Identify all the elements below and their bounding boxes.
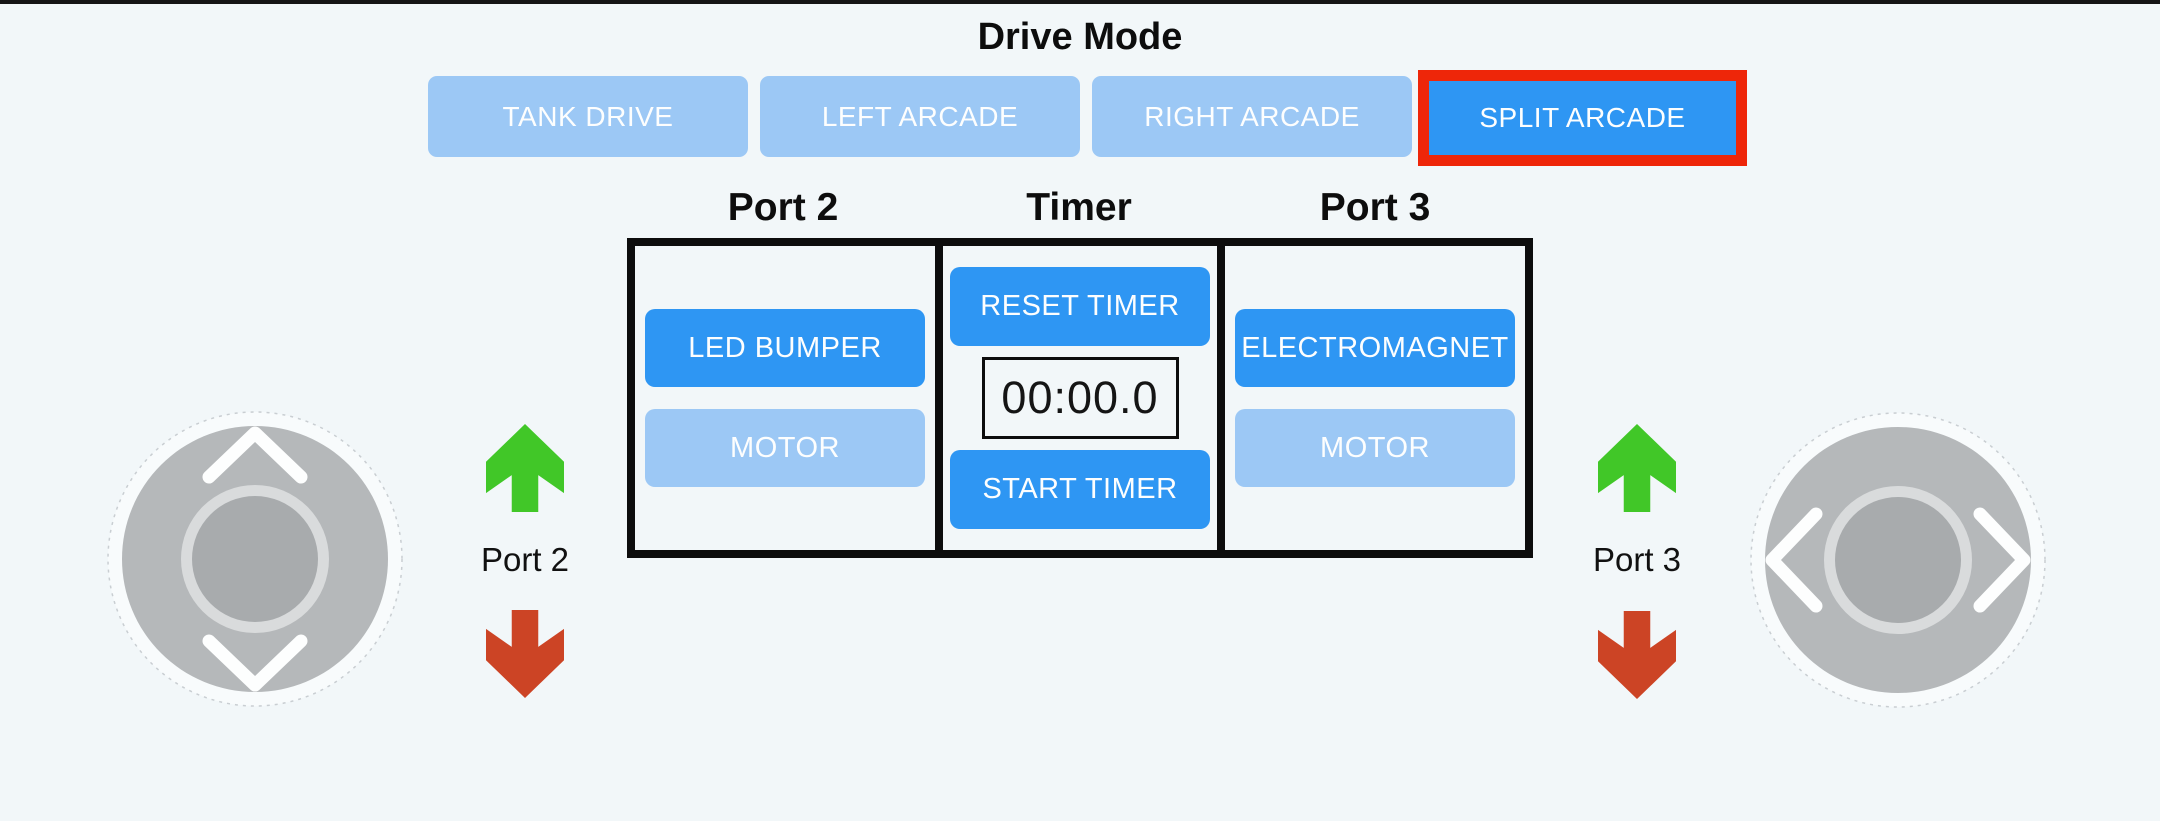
joystick-knob[interactable] — [1835, 497, 1961, 623]
left-chevron-icon — [1765, 507, 1823, 613]
port3-motor-button[interactable]: MOTOR — [1235, 409, 1515, 487]
electromagnet-button[interactable]: ELECTROMAGNET — [1235, 309, 1515, 387]
left-arcade-button[interactable]: LEFT ARCADE — [760, 76, 1080, 157]
drive-mode-title: Drive Mode — [977, 16, 1183, 58]
left-joystick[interactable] — [106, 410, 404, 708]
down-chevron-icon — [202, 634, 308, 692]
port3-column-header: Port 3 — [1319, 186, 1431, 229]
port2-indicator-label: Port 2 — [480, 541, 570, 578]
red-down-arrow-shape — [1598, 611, 1676, 699]
port2-motor-button[interactable]: MOTOR — [645, 409, 925, 487]
joystick-knob[interactable] — [192, 496, 318, 622]
port2-column-header: Port 2 — [727, 186, 839, 229]
timer-column-header: Timer — [1026, 186, 1132, 229]
green-up-arrow-shape — [486, 424, 564, 512]
green-up-arrow-shape — [1598, 424, 1676, 512]
right-chevron-icon — [1973, 507, 2031, 613]
control-table: LED BUMPER MOTOR RESET TIMER 00:00.0 STA… — [627, 238, 1533, 558]
tank-drive-button[interactable]: TANK DRIVE — [428, 76, 748, 157]
right-arcade-button[interactable]: RIGHT ARCADE — [1092, 76, 1412, 157]
port3-down-arrow-icon — [1598, 611, 1676, 699]
timer-column: RESET TIMER 00:00.0 START TIMER — [943, 246, 1225, 550]
reset-timer-button[interactable]: RESET TIMER — [950, 267, 1210, 346]
port2-up-arrow-icon — [486, 424, 564, 512]
port3-indicator-label: Port 3 — [1592, 541, 1682, 578]
red-down-arrow-shape — [486, 610, 564, 698]
split-arcade-button-selected[interactable]: SPLIT ARCADE — [1418, 70, 1747, 166]
port2-column: LED BUMPER MOTOR — [635, 246, 943, 550]
port3-up-arrow-icon — [1598, 424, 1676, 512]
timer-display: 00:00.0 — [981, 357, 1179, 439]
start-timer-button[interactable]: START TIMER — [950, 450, 1210, 529]
right-joystick[interactable] — [1749, 411, 2047, 709]
port2-down-arrow-icon — [486, 610, 564, 698]
top-bar — [0, 0, 2160, 4]
up-chevron-icon — [202, 426, 308, 484]
led-bumper-button[interactable]: LED BUMPER — [645, 309, 925, 387]
port3-column: ELECTROMAGNET MOTOR — [1225, 246, 1525, 550]
